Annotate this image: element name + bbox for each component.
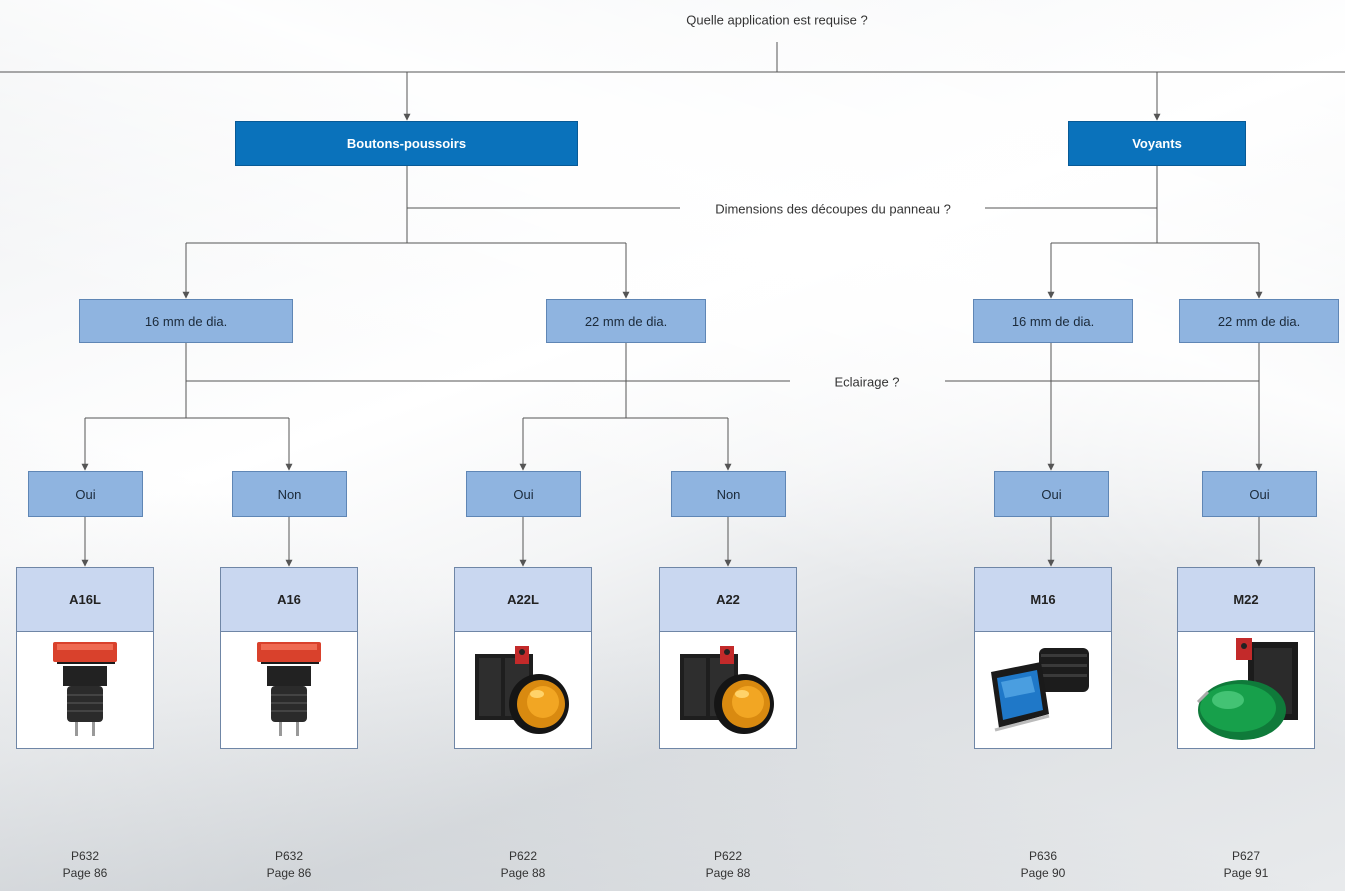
answer-a16[interactable]: Non (232, 471, 347, 517)
product-page[interactable]: Page 88 (500, 866, 546, 880)
product-card-m22[interactable]: M22 (1177, 567, 1315, 749)
product-name: M22 (1178, 568, 1314, 632)
product-card-m16[interactable]: M16 (974, 567, 1112, 749)
product-card-a22[interactable]: A22 (659, 567, 797, 749)
product-code: P627 (1231, 849, 1261, 863)
answer-a16l[interactable]: Oui (28, 471, 143, 517)
blue-square-indicator-icon (991, 648, 1089, 732)
product-ref-a16: P632 Page 86 (220, 848, 358, 882)
answer-a22l[interactable]: Oui (466, 471, 581, 517)
product-page[interactable]: Page 91 (1223, 866, 1269, 880)
product-card-a16l[interactable]: A16L (16, 567, 154, 749)
yellow-round-pushbutton-icon (475, 646, 569, 734)
product-code: P636 (1028, 849, 1058, 863)
product-code: P622 (508, 849, 538, 863)
product-name: M16 (975, 568, 1111, 632)
product-ref-m22: P627 Page 91 (1177, 848, 1315, 882)
product-page[interactable]: Page 88 (705, 866, 751, 880)
product-code: P622 (713, 849, 743, 863)
red-square-pushbutton-icon (257, 642, 321, 736)
product-name: A16 (221, 568, 357, 632)
yellow-round-pushbutton-icon (680, 646, 774, 734)
product-ref-a22l: P622 Page 88 (454, 848, 592, 882)
category-indicators[interactable]: Voyants (1068, 121, 1246, 166)
red-square-pushbutton-icon (53, 642, 117, 736)
product-name: A22L (455, 568, 591, 632)
product-ref-m16: P636 Page 90 (974, 848, 1112, 882)
answer-m16[interactable]: Oui (994, 471, 1109, 517)
answer-m22[interactable]: Oui (1202, 471, 1317, 517)
size-16mm-indicators[interactable]: 16 mm de dia. (973, 299, 1133, 343)
question-panel-size: Dimensions des découpes du panneau ? (715, 201, 951, 217)
answer-a22[interactable]: Non (671, 471, 786, 517)
size-22mm-indicators[interactable]: 22 mm de dia. (1179, 299, 1339, 343)
product-page[interactable]: Page 86 (62, 866, 108, 880)
product-name: A22 (660, 568, 796, 632)
product-card-a22l[interactable]: A22L (454, 567, 592, 749)
product-code: P632 (70, 849, 100, 863)
question-application: Quelle application est requise ? (686, 12, 868, 28)
product-page[interactable]: Page 90 (1020, 866, 1066, 880)
green-round-indicator-icon (1196, 638, 1298, 740)
product-card-a16[interactable]: A16 (220, 567, 358, 749)
product-ref-a16l: P632 Page 86 (16, 848, 154, 882)
size-16mm-push-buttons[interactable]: 16 mm de dia. (79, 299, 293, 343)
category-push-buttons[interactable]: Boutons-poussoirs (235, 121, 578, 166)
product-code: P632 (274, 849, 304, 863)
question-lighting: Eclairage ? (834, 374, 900, 390)
product-ref-a22: P622 Page 88 (659, 848, 797, 882)
size-22mm-push-buttons[interactable]: 22 mm de dia. (546, 299, 706, 343)
product-page[interactable]: Page 86 (266, 866, 312, 880)
product-name: A16L (17, 568, 153, 632)
